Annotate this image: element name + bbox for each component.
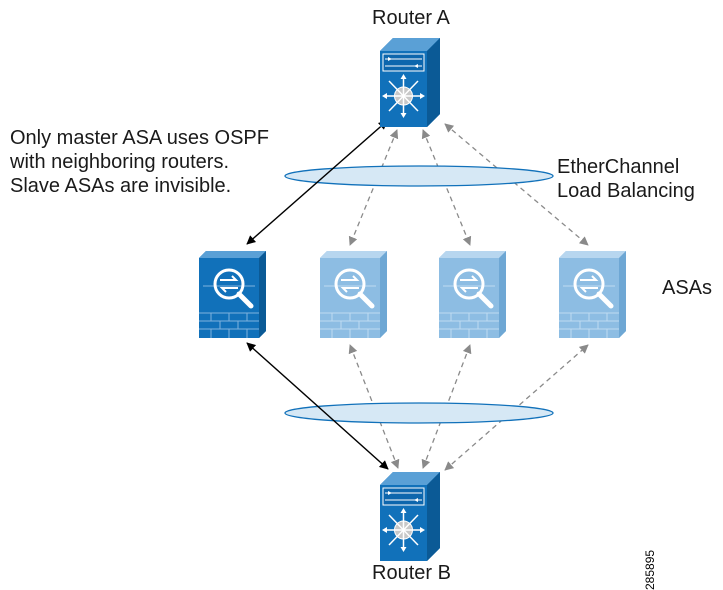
- router-a-icon: [380, 38, 440, 127]
- router-b-label: Router B: [372, 562, 451, 584]
- etherchannel-label-line2: Load Balancing: [557, 180, 695, 202]
- asas-label: ASAs: [662, 277, 713, 299]
- master-note-line2: with neighboring routers.: [10, 151, 230, 173]
- link-router-a-asa-slave-3: [444, 123, 589, 246]
- link-router-a-asa-slave-2: [421, 129, 472, 246]
- master-note-line3: Slave ASAs are invisible.: [10, 175, 232, 197]
- link-router-b-asa-master: [246, 342, 389, 470]
- master-note-line1: Only master ASA uses OSPF: [10, 127, 269, 149]
- etherchannel-label-line1: EtherChannel: [557, 156, 680, 178]
- asa-slave-3-icon: [559, 251, 626, 338]
- link-router-a-asa-master: [246, 120, 388, 245]
- router-a-label: Router A: [372, 7, 450, 29]
- asa-slave-2-icon: [439, 251, 506, 338]
- asa-slave-1-icon: [320, 251, 387, 338]
- router-b-icon: [380, 472, 440, 561]
- figure-number: 285895: [643, 549, 657, 590]
- asa-master-icon: [199, 251, 266, 338]
- solid-links: [246, 120, 389, 470]
